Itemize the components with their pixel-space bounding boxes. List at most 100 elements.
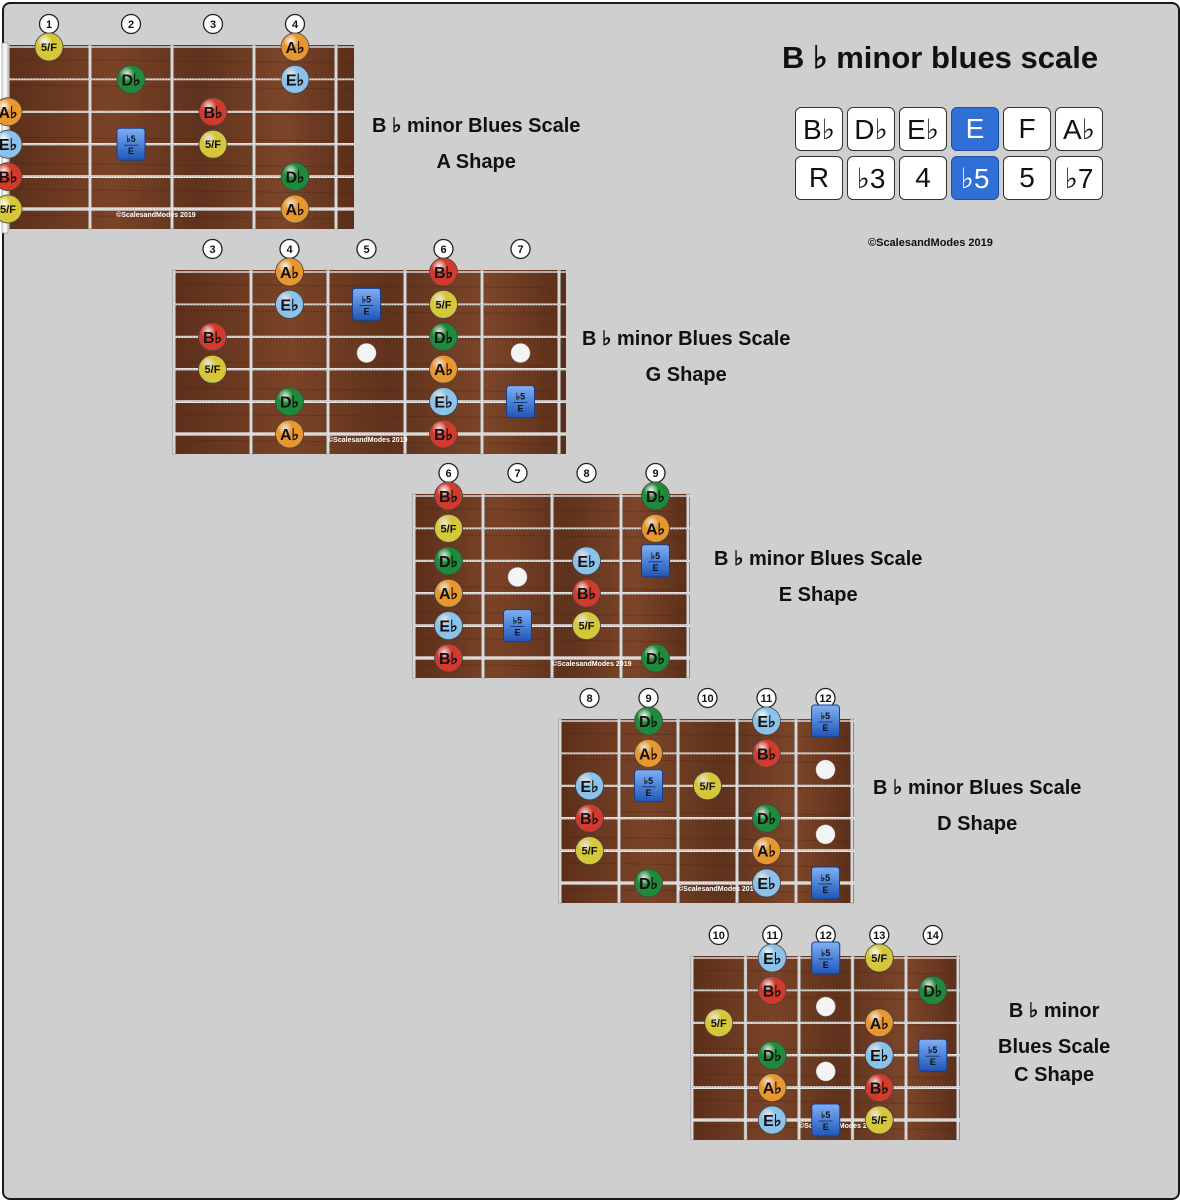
fret-number: 3 [202,238,223,260]
note-marker-minor-seventh: A♭ [280,194,310,224]
svg-text:E: E [823,960,829,970]
note-marker-flat-five: ♭5E [634,769,663,803]
svg-text:♭5: ♭5 [644,776,653,786]
note-marker-flat-five: ♭5E [918,1038,948,1072]
svg-text:D♭: D♭ [121,72,140,89]
svg-text:♭5: ♭5 [126,134,135,144]
fret-number: 8 [576,462,597,484]
svg-text:D♭: D♭ [763,1048,782,1065]
fret-number: 1 [38,13,60,35]
note-marker-flat-five: ♭5E [811,941,841,975]
svg-text:A♭: A♭ [285,202,304,219]
note-marker-fourth: E♭ [752,868,781,898]
svg-text:8: 8 [583,468,589,480]
svg-text:B♭: B♭ [577,586,596,603]
svg-text:♭5: ♭5 [821,948,830,958]
note-marker-minor-seventh: A♭ [434,578,463,608]
svg-text:4: 4 [292,19,299,31]
svg-text:A♭: A♭ [439,586,458,603]
note-marker-root: B♭ [757,976,787,1005]
wood-grain [7,58,355,64]
fret-wire [249,269,253,455]
svg-text:A♭: A♭ [434,362,453,379]
svg-text:D♭: D♭ [285,170,304,187]
svg-text:5/F: 5/F [871,953,887,965]
note-marker-fourth: E♭ [757,1105,787,1135]
svg-text:5/F: 5/F [579,621,595,633]
svg-text:♭5: ♭5 [651,551,660,561]
fret-wire [904,955,908,1141]
svg-text:D♭: D♭ [923,983,942,1000]
svg-text:E♭: E♭ [757,876,775,893]
caption-line: D Shape [937,813,1018,835]
fret-number: 6 [438,462,459,484]
note-marker-root: B♭ [752,739,781,768]
note-marker-minor-third: D♭ [634,706,663,736]
note-marker-minor-third: D♭ [434,546,463,576]
scale-note-0: B♭ [795,107,843,151]
fret-wire [850,955,855,1141]
wood-grain [173,439,567,445]
caption-line: C Shape [1014,1064,1095,1086]
fret-number: 11 [762,924,783,946]
fret-number: 11 [756,687,777,709]
svg-text:E♭: E♭ [286,72,304,89]
svg-text:13: 13 [873,930,885,942]
wood-grain [7,136,355,142]
svg-text:5/F: 5/F [700,781,716,793]
note-marker-minor-third: D♭ [641,643,670,673]
svg-text:5/F: 5/F [205,364,221,376]
svg-text:D♭: D♭ [439,554,458,571]
scale-degree-0: R [795,156,843,200]
fret-number: 5 [356,238,377,260]
fret-number: 4 [284,13,306,35]
fret-number: 10 [708,924,729,946]
svg-text:♭5: ♭5 [928,1045,937,1055]
wood-grain [559,836,855,842]
note-marker-minor-third: D♭ [275,387,304,417]
svg-text:11: 11 [766,930,778,942]
fret-wire [956,955,960,1141]
svg-text:E: E [823,1122,829,1132]
svg-text:♭5: ♭5 [821,1110,830,1120]
svg-text:E♭: E♭ [434,395,452,412]
fret-wire [797,955,801,1141]
svg-text:A♭: A♭ [285,40,304,57]
fret-number: 12 [815,687,836,709]
note-marker-root: B♭ [575,803,604,833]
svg-text:E♭: E♭ [280,297,298,314]
fret-wire [850,718,854,904]
svg-text:D♭: D♭ [646,651,665,668]
note-marker-fifth: 5/F [34,32,64,62]
wood-grain [559,758,855,764]
svg-text:E: E [128,146,134,156]
fret-wire [676,718,680,904]
svg-text:A♭: A♭ [280,265,299,282]
svg-text:B♭: B♭ [434,427,453,444]
fret-number: 12 [815,924,836,946]
note-marker-minor-seventh: A♭ [752,836,781,866]
wood-grain [173,361,567,367]
fret-wire [686,493,690,679]
fret-number: 7 [507,462,528,484]
note-marker-flat-five: ♭5E [811,704,840,738]
note-marker-fourth: E♭ [864,1040,894,1070]
note-marker-flat-five: ♭5E [811,1103,841,1137]
wood-grain [173,283,567,289]
svg-text:2: 2 [128,19,134,31]
scale-note-4: F [1003,107,1051,151]
svg-text:♭5: ♭5 [516,392,525,402]
note-marker-fifth: 5/F [704,1008,734,1038]
svg-text:D♭: D♭ [646,489,665,506]
svg-text:E: E [517,404,523,414]
svg-text:5/F: 5/F [436,299,452,311]
svg-text:A♭: A♭ [870,1016,889,1033]
fret-number: 9 [645,462,666,484]
svg-text:D♭: D♭ [434,330,453,347]
svg-text:A♭: A♭ [757,844,776,861]
